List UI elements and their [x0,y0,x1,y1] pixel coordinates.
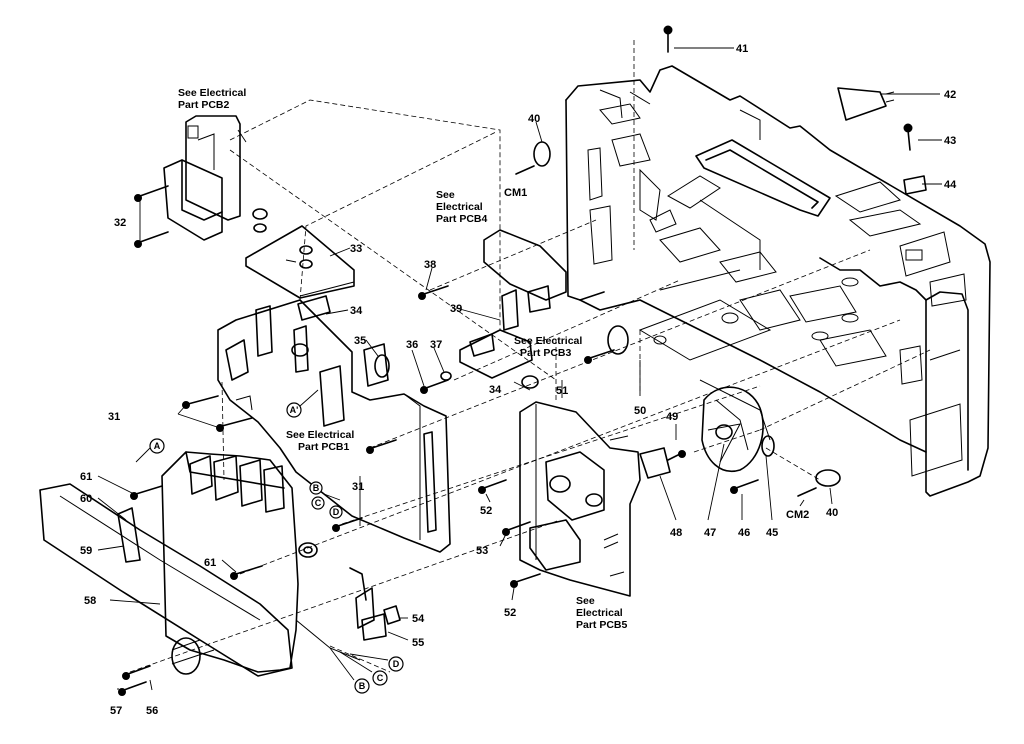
part-label: 50 [634,405,646,417]
part-label: CM2 [786,509,809,521]
part-label: 52 [504,607,516,619]
note-pcb3: See Electrical Part PCB3 [514,335,585,359]
control-unit [161,451,318,673]
svg-text:D: D [333,507,340,517]
part-label: 59 [80,545,92,557]
part-label: 31 [352,481,364,493]
svg-text:C: C [315,498,322,508]
part-label: 41 [736,43,748,55]
part-label: 60 [80,493,92,505]
svg-text:D: D [393,659,400,669]
svg-text:A': A' [290,405,299,415]
part-label: 54 [412,613,425,625]
part-label: 36 [406,339,418,351]
part-label: 45 [766,527,778,539]
part-label: 61 [80,471,92,483]
bracket-33 [245,208,355,299]
part-label: 34 [489,384,502,396]
part-label: 44 [944,179,957,191]
part-label: 61 [204,557,216,569]
part-label: 55 [412,637,424,649]
part-label: 46 [738,527,750,539]
part-label: 51 [556,385,568,397]
part-label: CM1 [504,187,527,199]
board-pcb1 [217,295,451,553]
part-label: 32 [114,217,126,229]
part-label: 58 [84,595,96,607]
part-label: 40 [528,113,540,125]
part-label: 40 [826,507,838,519]
part-label: 37 [430,339,442,351]
module-pcb4 [483,229,567,331]
part-label: 43 [944,135,956,147]
part-label: 53 [476,545,488,557]
front-panel-58 [39,483,293,677]
part-label: 31 [108,411,120,423]
transformer-pcb2 [163,115,241,241]
part-label: 34 [350,305,363,317]
part-label: 48 [670,527,682,539]
connector-a-prime: A' [286,389,319,418]
part-label: 35 [354,335,366,347]
connector-a: A [135,438,165,463]
svg-text:B: B [359,681,366,691]
svg-text:C: C [377,673,384,683]
switch-parts [295,587,401,661]
part-label: 57 [110,705,122,717]
connector-c-upper: C [311,496,325,510]
connector-b-lower: B [354,678,370,694]
part-label: 56 [146,705,158,717]
note-pcb2: See Electrical Part PCB2 [178,87,249,111]
connector-d-upper: D [323,493,343,519]
note-pcb5: See Electrical Part PCB5 [576,595,628,631]
part-label: 42 [944,89,956,101]
part-label: 47 [704,527,716,539]
svg-text:A: A [154,441,161,451]
leader-lines [97,47,942,691]
part-label: 33 [350,243,362,255]
note-pcb1: See Electrical Part PCB1 [286,429,357,453]
connector-callouts: A A' B C D B C D [135,389,404,694]
note-pcb4: See Electrical Part PCB4 [436,189,488,225]
part-labels: 31 31 32 33 34 34 35 36 37 38 39 40 40 4… [80,43,957,717]
part-label: 49 [666,411,678,423]
connector-c-lower: C [372,670,388,686]
connector-d-lower: D [329,647,404,681]
dial-47 [639,386,764,479]
svg-text:B: B [313,483,320,493]
electrical-notes: See Electrical Part PCB2 See Electrical … [178,87,628,631]
part-label: 38 [424,259,436,271]
part-label: 39 [450,303,462,315]
main-housing [565,65,991,497]
board-pcb5 [519,401,641,597]
connector-b-upper: B [309,481,323,495]
part-label: 52 [480,505,492,517]
